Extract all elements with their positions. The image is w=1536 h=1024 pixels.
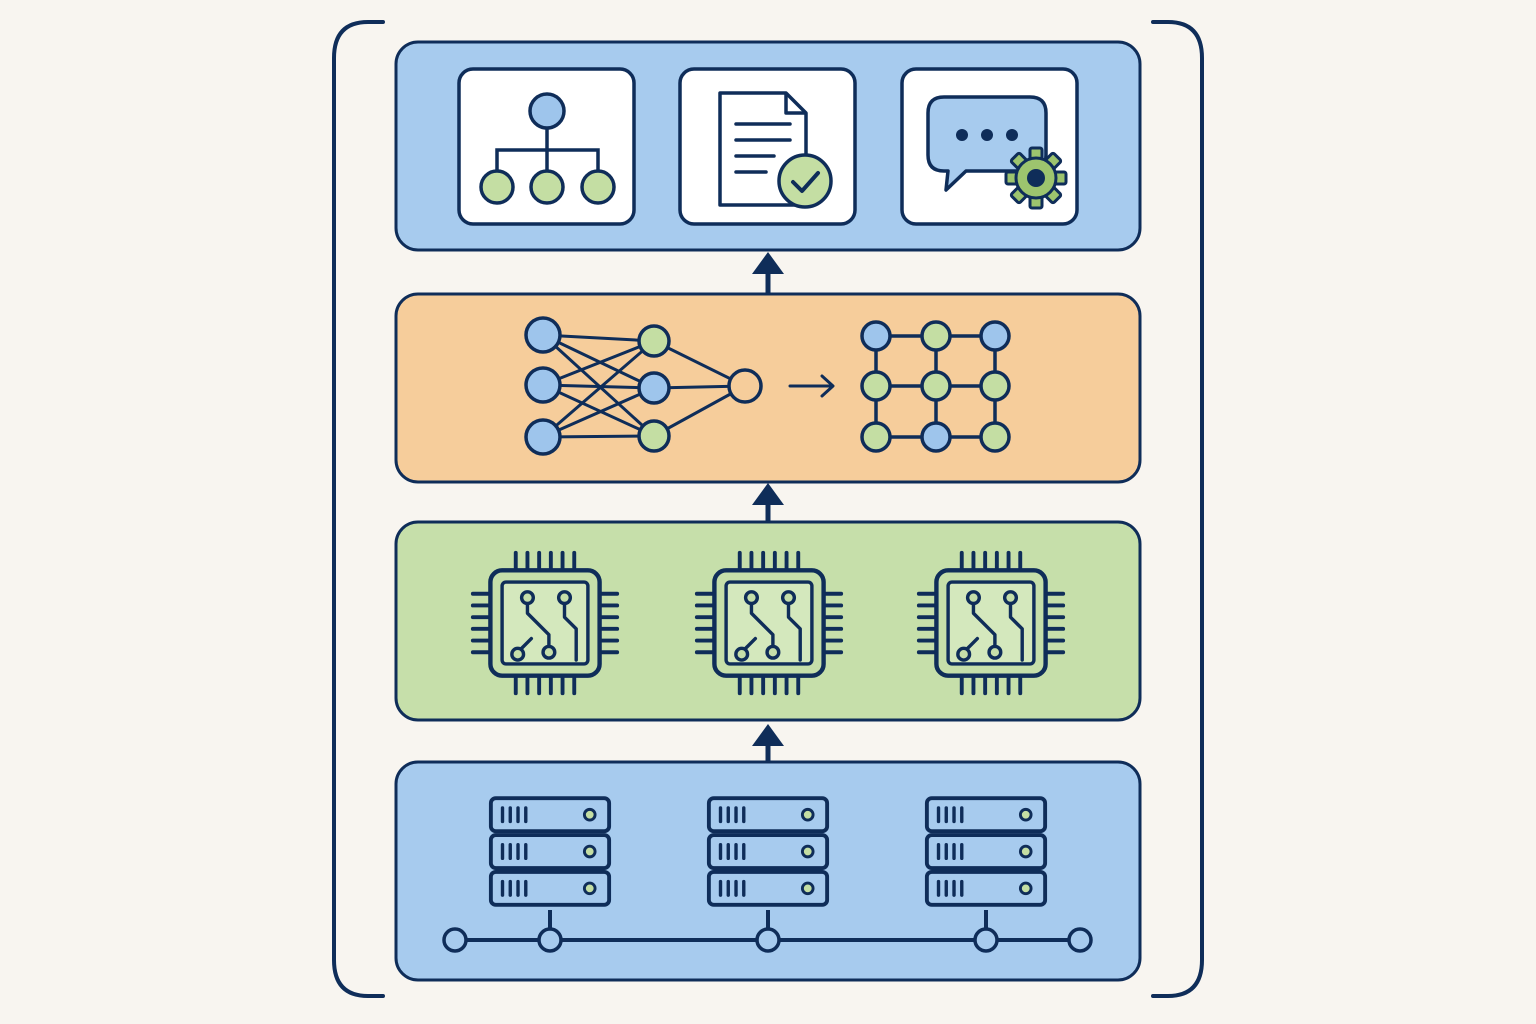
node-grid-icon: [860, 320, 1011, 453]
model-layer-panel: [394, 292, 1142, 484]
neural-network-icon: [524, 316, 763, 456]
arrow-up-icon: [752, 252, 784, 294]
compute-layer-panel: [394, 520, 1142, 722]
chip-icon: [919, 553, 1063, 693]
server-rack-icon: [488, 796, 612, 907]
application-layer-panel: [394, 40, 1142, 252]
infrastructure-layer-panel: [394, 760, 1142, 982]
arrow-right-icon: [788, 374, 835, 398]
right-bracket: [1151, 20, 1204, 998]
arrow-up-icon: [752, 483, 784, 522]
document-check-icon: [678, 67, 857, 226]
network-bus-icon: [442, 910, 1093, 953]
chip-icon: [473, 553, 617, 693]
chat-gear-icon: [900, 67, 1079, 226]
left-bracket: [332, 20, 385, 998]
server-rack-icon: [706, 796, 830, 907]
chip-icon: [697, 553, 841, 693]
server-rack-icon: [924, 796, 1048, 907]
hierarchy-icon: [457, 67, 636, 226]
